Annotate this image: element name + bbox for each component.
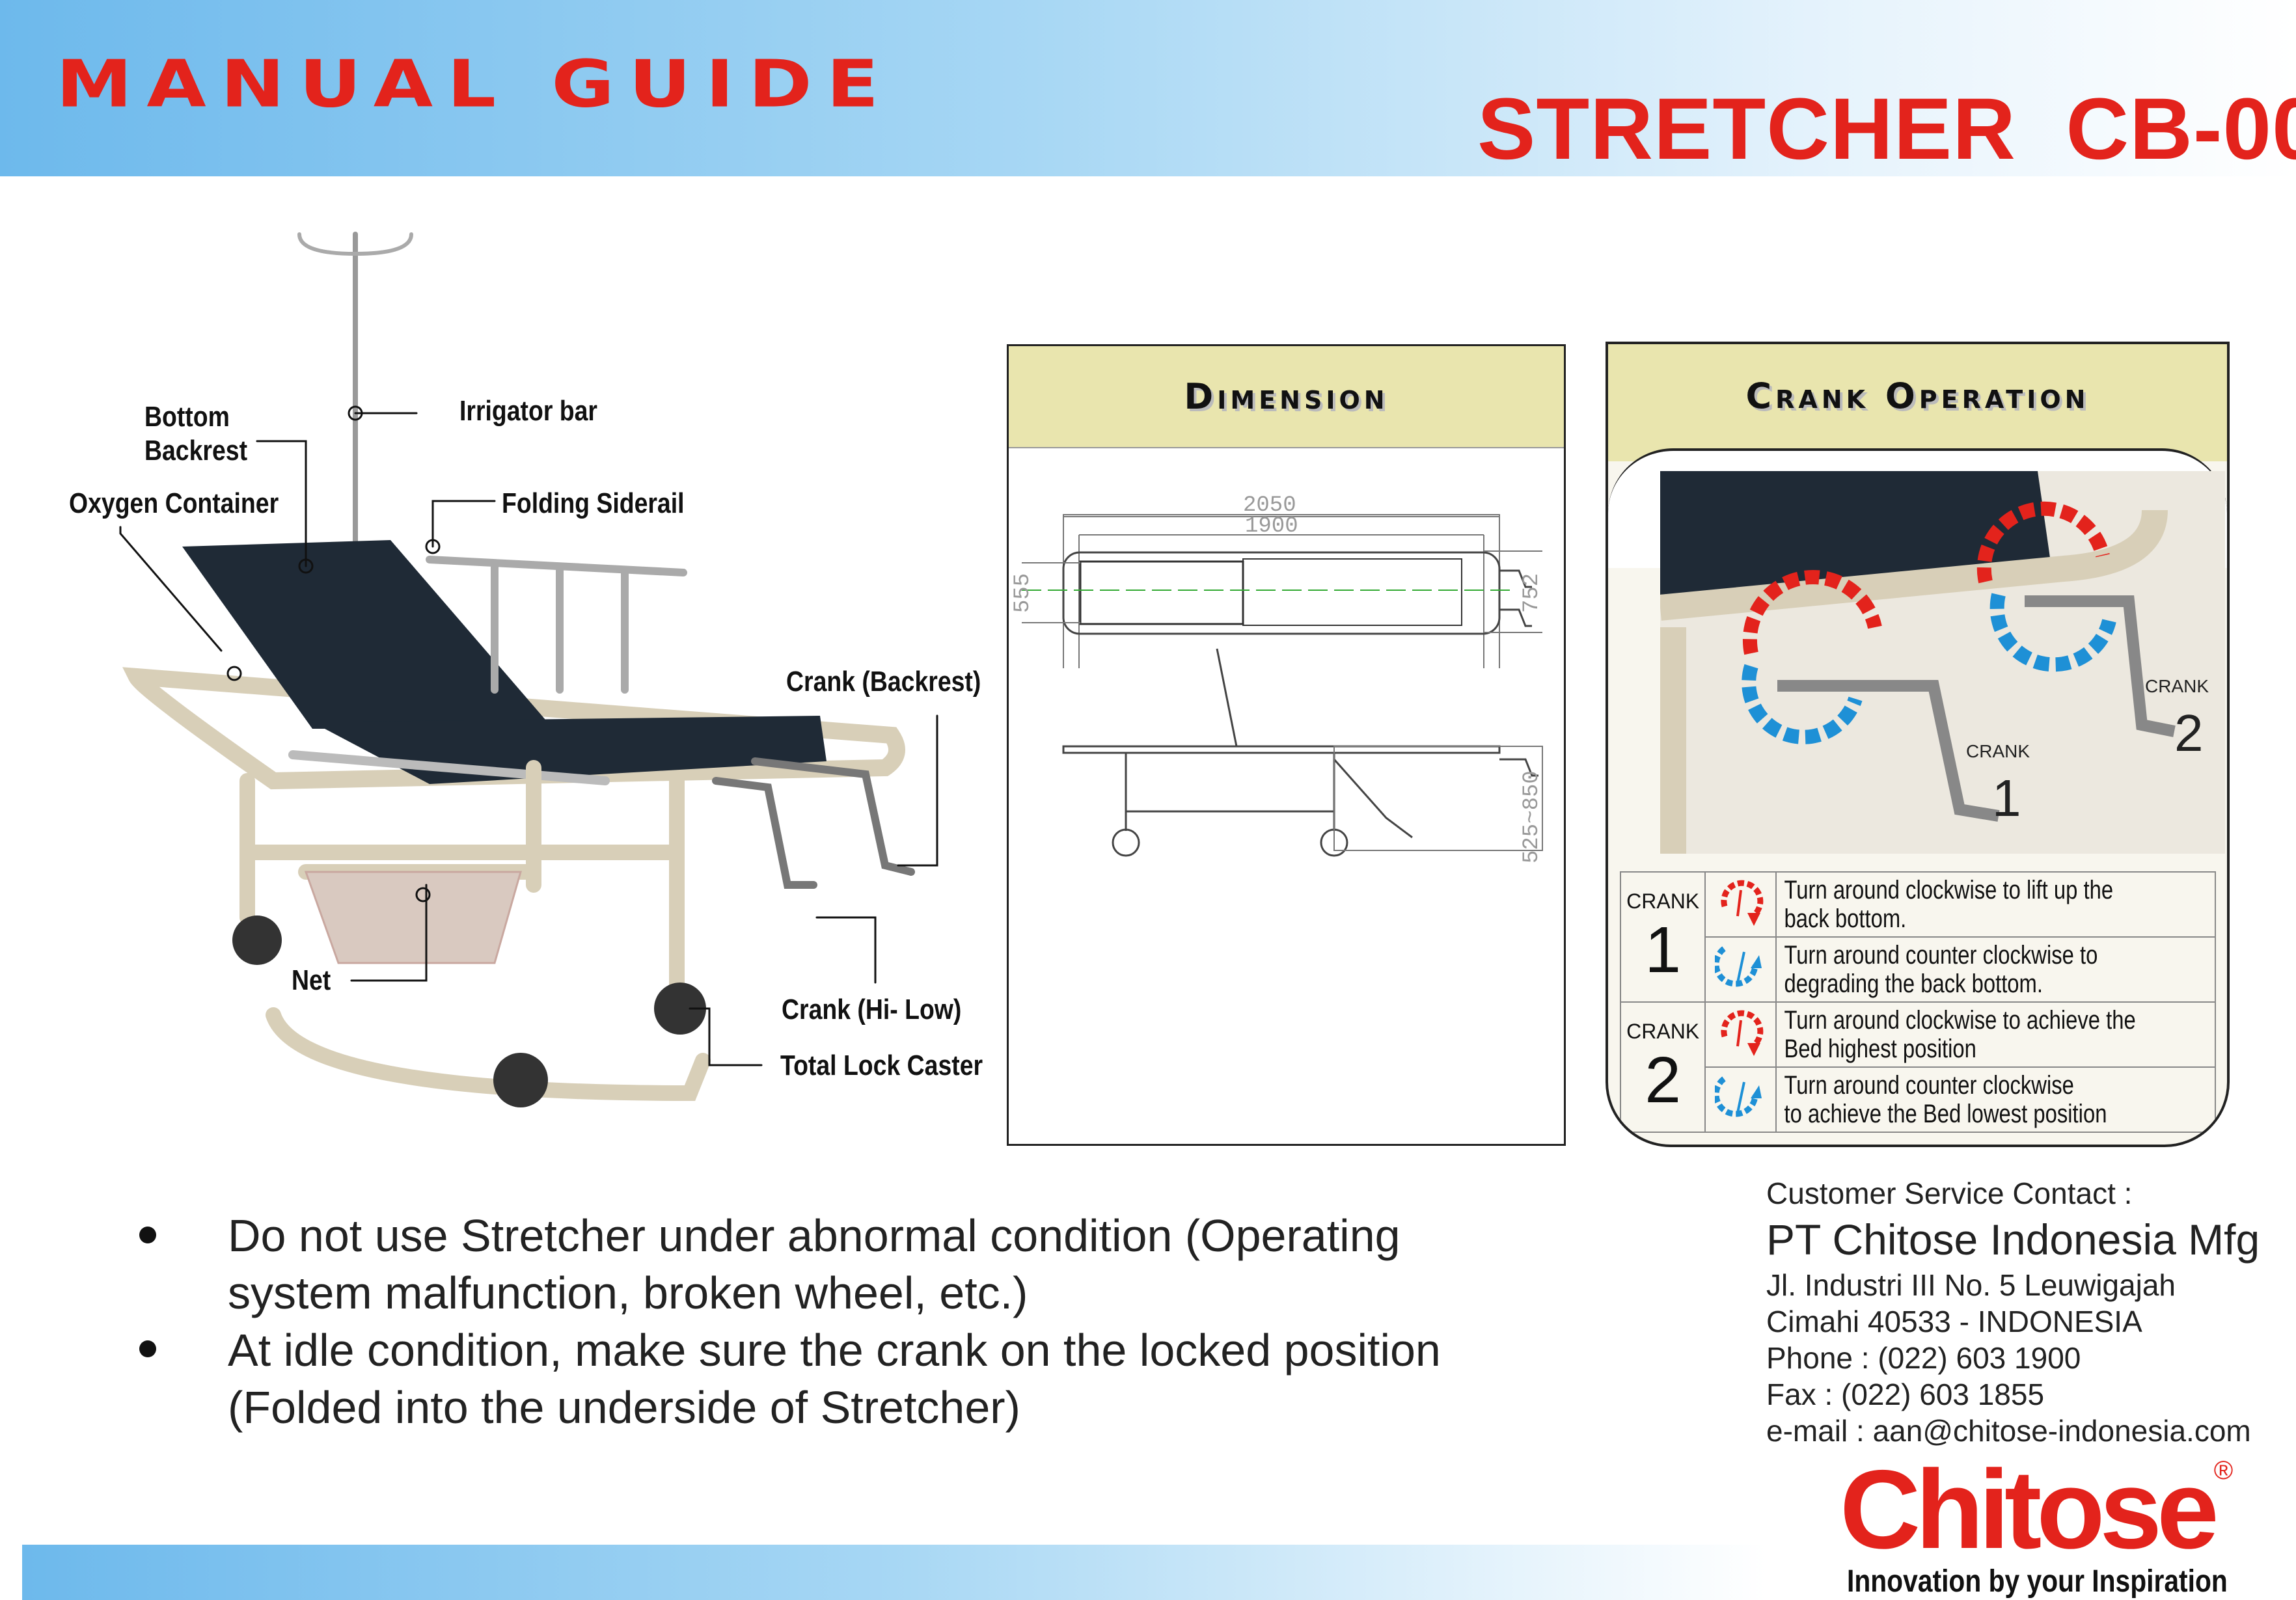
crank-operation-header: Crank Operation (1608, 344, 2227, 461)
footer-band (22, 1545, 1766, 1600)
dim-overall-width: 752 (1520, 573, 1544, 613)
dimension-header: Dimension (1009, 346, 1564, 448)
label-crank-hilow: Crank (Hi- Low) (782, 994, 962, 1025)
dim-bed-width: 555 (1011, 573, 1035, 613)
note-1: Do not use Stretcher under abnormal cond… (228, 1210, 1401, 1318)
dim-height-range: 525~850 (1520, 770, 1544, 863)
label-oxygen-container: Oxygen Container (69, 487, 279, 519)
photo-crank2-word: CRANK (2145, 676, 2209, 696)
email-link[interactable]: e-mail : aan@chitose-indonesia.com (1766, 1414, 2251, 1448)
crank-photo: CRANK 1 CRANK 2 (1660, 471, 2225, 854)
label-net: Net (292, 964, 331, 996)
label-crank-backrest: Crank (Backrest) (786, 666, 981, 698)
label-irrigator-bar: Irrigator bar (459, 395, 597, 427)
dimension-drawing: 2050 1900 555 752 525~850 (1011, 493, 1544, 863)
dim-overall-length: 2050 (1243, 493, 1296, 518)
brand-tagline: Innovation by your Inspiration (1847, 1564, 2228, 1599)
brand-logo: Chitose® (1840, 1447, 2234, 1572)
photo-crank2-num: 2 (2174, 704, 2204, 762)
label-folding-siderail: Folding Siderail (502, 487, 685, 519)
header-band (0, 0, 2296, 176)
dim-bed-length: 1900 (1245, 514, 1298, 539)
photo-crank1-word: CRANK (1966, 741, 2030, 761)
label-total-lock-caster: Total Lock Caster (780, 1050, 983, 1081)
clockwise-icon (1721, 1010, 1764, 1056)
page-title: MANUAL GUIDE (56, 46, 894, 122)
note-2: At idle condition, make sure the crank o… (228, 1325, 1441, 1433)
crank-operation-title: Crank Operation (1745, 375, 2090, 416)
bullet-icon (139, 1340, 156, 1357)
photo-crank1-num: 1 (1992, 769, 2021, 827)
bullet-icon (139, 1227, 156, 1243)
contact-block: Customer Service Contact : PT Chitose In… (1766, 1176, 2260, 1448)
product-title: STRETCHER CB-004 (1477, 81, 2296, 178)
stretcher-illustration (119, 232, 938, 1107)
dimension-title: Dimension (1184, 376, 1389, 417)
dimension-panel: Dimension 2050 1900 555 752 525~850 (1007, 344, 1566, 1146)
clockwise-icon (1721, 880, 1764, 926)
counter-clockwise-icon (1713, 945, 1762, 986)
counter-clockwise-icon (1713, 1076, 1762, 1117)
